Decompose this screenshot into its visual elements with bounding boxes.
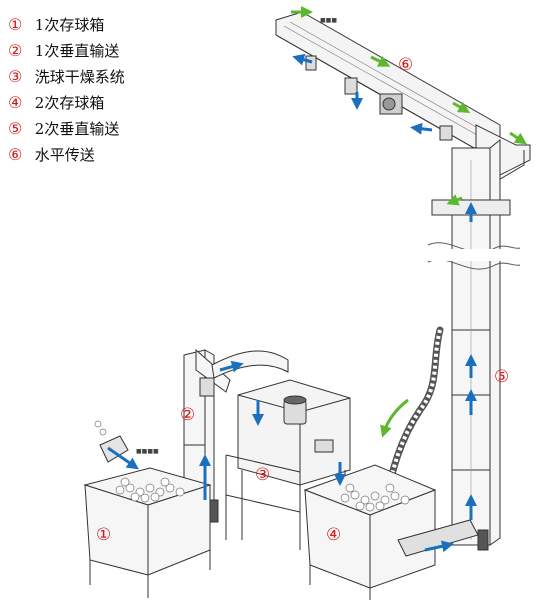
legend-item-4: ④ 2次存球箱 [8,92,104,113]
secondary-storage-bin [303,464,479,600]
legend-item-2: ② 1次垂直输送 [8,40,119,61]
callout-lift-1: ② [180,405,195,425]
legend-item-1: ① 1次存球箱 [8,14,104,35]
legend-number: ② [8,41,23,60]
legend-number: ⑤ [8,119,23,138]
legend-item-3: ③ 洗球干燥系统 [8,66,125,87]
legend-label: 1次存球箱 [34,16,105,34]
balls-bin-1 [94,420,185,503]
legend-item-5: ⑤ 2次垂直输送 [8,118,119,139]
legend-number: ④ [8,93,23,112]
secondary-vertical-lift [431,138,511,551]
flow-arrows-blue [107,53,477,553]
legend-number: ① [8,15,23,34]
callout-bin-1: ① [96,525,111,545]
legend-number: ③ [8,67,23,86]
flow-arrows-green [291,6,527,438]
callout-wash-dry: ③ [255,465,270,485]
legend-label: 水平传送 [34,146,95,164]
balls-bin-2 [340,483,410,512]
callout-horizontal: ⑥ [398,55,413,75]
primary-storage-bin [83,435,212,598]
small-label: ■■■■ [136,448,159,455]
small-label: ■■■ [320,17,337,24]
legend-label: 2次垂直输送 [34,120,120,138]
callout-bin-2: ④ [326,525,341,545]
legend-label: 2次存球箱 [34,94,105,112]
callout-lift-2: ⑤ [494,367,509,387]
legend-item-6: ⑥ 水平传送 [8,144,95,165]
legend-label: 洗球干燥系统 [34,68,125,86]
break-line [427,242,521,253]
legend-number: ⑥ [8,145,23,164]
legend-label: 1次垂直输送 [34,42,120,60]
